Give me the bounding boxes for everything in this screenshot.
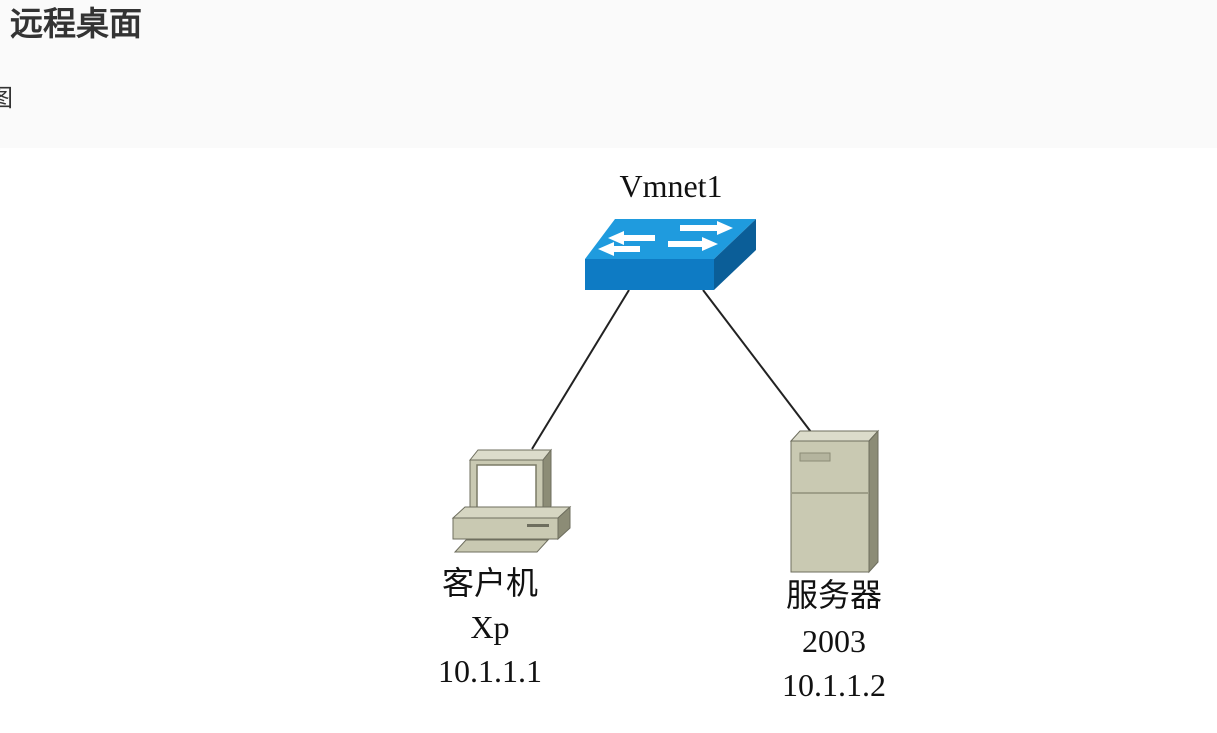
server-tower-icon	[789, 429, 880, 574]
client-os-label: Xp	[470, 609, 509, 645]
link-switch-client	[531, 289, 630, 450]
server-role-label: 服务器	[786, 577, 882, 613]
switch-label: Vmnet1	[619, 168, 722, 204]
switch-icon	[585, 219, 756, 290]
header-band	[0, 0, 1217, 148]
page-title: 远程桌面	[10, 4, 142, 43]
workstation-icon	[451, 448, 572, 553]
server-ip-label: 10.1.1.2	[782, 667, 886, 703]
link-switch-server	[702, 289, 812, 433]
client-ip-label: 10.1.1.1	[438, 653, 542, 689]
server-os-label: 2003	[802, 623, 866, 659]
caption-fragment: 图	[0, 84, 13, 112]
client-role-label: 客户机	[442, 565, 538, 601]
